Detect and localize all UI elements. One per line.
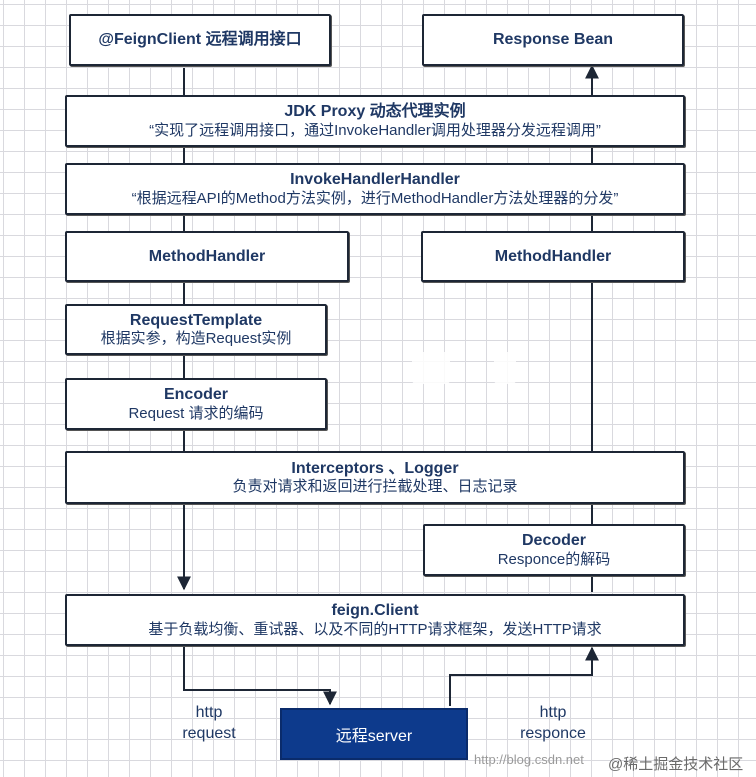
http-responce-line2: responce <box>520 724 586 742</box>
jdk-proxy-desc: “实现了远程调用接口，通过InvokeHandler调用处理器分发远程调用” <box>149 121 601 139</box>
request-template-box: RequestTemplate 根据实参，构造Request实例 <box>65 304 327 355</box>
decoder-desc: Responce的解码 <box>497 550 611 568</box>
decoder-box: Decoder Responce的解码 <box>423 524 685 576</box>
http-request-arrow <box>183 646 337 706</box>
remote-server-label: 远程server <box>335 728 413 745</box>
encoder-title: Encoder <box>163 386 228 404</box>
http-responce-line1: http <box>539 704 567 721</box>
encoder-desc: Request 请求的编码 <box>128 404 264 422</box>
invoke-handler-desc: “根据远程API的Method方法实例，进行MethodHandler方法处理器… <box>131 189 619 207</box>
method-handler-right-box: MethodHandler <box>421 231 685 282</box>
invoke-handler-title: InvokeHandlerHandler <box>290 171 460 189</box>
request-template-title: RequestTemplate <box>129 311 263 329</box>
response-bean-label: Response Bean <box>492 31 614 49</box>
feign-client-interface-label: @FeignClient 远程调用接口 <box>98 31 302 49</box>
http-responce-arrow <box>449 646 599 706</box>
feign-client-desc: 基于负载均衡、重试器、以及不同的HTTP请求框架，发送HTTP请求 <box>148 620 602 638</box>
invoke-handler-box: InvokeHandlerHandler “根据远程API的Method方法实例… <box>65 163 685 215</box>
feign-client-box: feign.Client 基于负载均衡、重试器、以及不同的HTTP请求框架，发送… <box>65 594 685 646</box>
feign-client-interface-box: @FeignClient 远程调用接口 <box>69 14 331 66</box>
interceptors-desc: 负责对请求和返回进行拦截处理、日志记录 <box>232 478 518 496</box>
method-handler-right-label: MethodHandler <box>494 247 612 265</box>
request-template-desc: 根据实参，构造Request实例 <box>100 330 292 348</box>
response-bean-box: Response Bean <box>422 14 684 66</box>
http-request-line1: http <box>195 704 223 721</box>
faded-smudge <box>494 352 516 384</box>
faded-smudge <box>412 352 450 384</box>
jdk-proxy-box: JDK Proxy 动态代理实例 “实现了远程调用接口，通过InvokeHand… <box>65 95 685 147</box>
http-request-line2: request <box>182 724 236 742</box>
method-handler-left-label: MethodHandler <box>148 247 266 265</box>
remote-server-box: 远程server <box>280 708 468 760</box>
encoder-box: Encoder Request 请求的编码 <box>65 378 327 430</box>
decoder-title: Decoder <box>521 532 587 550</box>
method-handler-left-box: MethodHandler <box>65 231 349 282</box>
jdk-proxy-title: JDK Proxy 动态代理实例 <box>284 103 466 121</box>
interceptors-title: Interceptors 、Logger <box>291 459 459 477</box>
blog-watermark: http://blog.csdn.net <box>474 752 584 767</box>
juejin-watermark: @稀土掘金技术社区 <box>608 756 744 773</box>
interceptors-box: Interceptors 、Logger 负责对请求和返回进行拦截处理、日志记录 <box>65 451 685 504</box>
http-request-label: http request <box>170 703 248 745</box>
http-responce-label: http responce <box>508 703 598 745</box>
feign-client-title: feign.Client <box>331 602 419 620</box>
